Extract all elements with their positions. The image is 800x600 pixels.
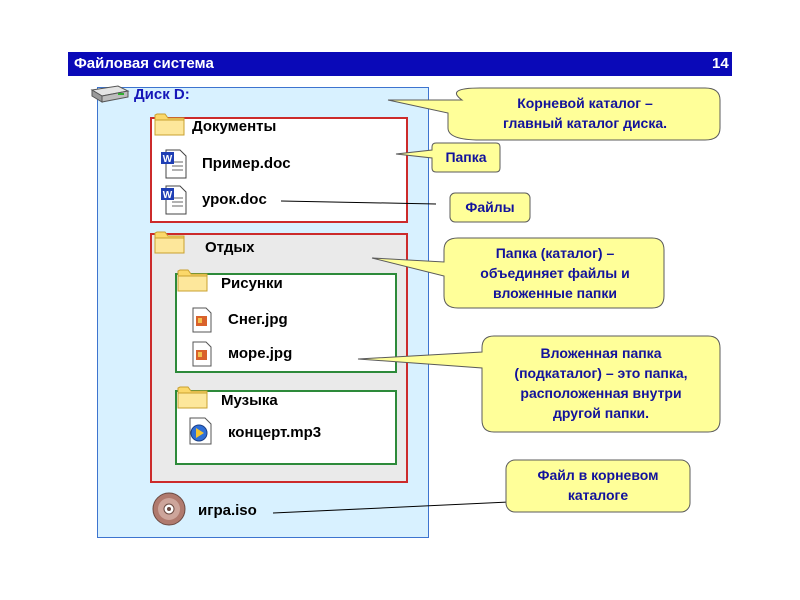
pictures-folder-box (175, 273, 397, 373)
pictures-folder-label: Рисунки (221, 275, 283, 292)
callout-root-file: Файл в корневом каталоге (537, 467, 659, 503)
file-label: Пример.doc (202, 155, 291, 172)
folder-icon (154, 231, 185, 254)
media-file-icon (189, 417, 212, 445)
file-label: урок.doc (202, 191, 267, 208)
slide-title: Файловая система (74, 55, 214, 72)
callout-root-catalog: Корневой каталог – главный каталог диска… (502, 95, 668, 131)
file-label: концерт.mp3 (228, 424, 322, 441)
file-label: море.jpg (228, 345, 293, 362)
callout-files: Файлы (465, 199, 515, 215)
disk-drive-icon (90, 85, 130, 103)
folder-icon (177, 269, 208, 292)
callout-folder: Папка (445, 149, 487, 165)
image-file-icon (192, 307, 212, 333)
word-doc-icon: W (161, 185, 187, 215)
folder-icon (177, 386, 208, 409)
word-doc-icon: W (161, 149, 187, 179)
disc-image-icon (152, 492, 186, 526)
callout-subfolder: Вложенная папка (подкаталог) – это папка… (514, 345, 688, 421)
page-number: 14 (712, 55, 729, 72)
root-disk-label: Диск D: (134, 86, 190, 103)
svg-text:W: W (163, 190, 173, 201)
rest-folder-label: Отдых (205, 239, 255, 256)
documents-folder-box (150, 117, 408, 223)
image-file-icon (192, 341, 212, 367)
slide-title-bar (68, 52, 732, 76)
callout-folder-catalog: Папка (каталог) – объединяет файлы и вло… (480, 245, 630, 301)
folder-icon (154, 113, 185, 136)
svg-text:W: W (163, 154, 173, 165)
file-label: Снег.jpg (228, 311, 288, 328)
documents-folder-label: Документы (192, 118, 277, 135)
music-folder-box (175, 390, 397, 465)
music-folder-label: Музыка (221, 392, 278, 409)
file-label: игра.iso (198, 502, 257, 519)
